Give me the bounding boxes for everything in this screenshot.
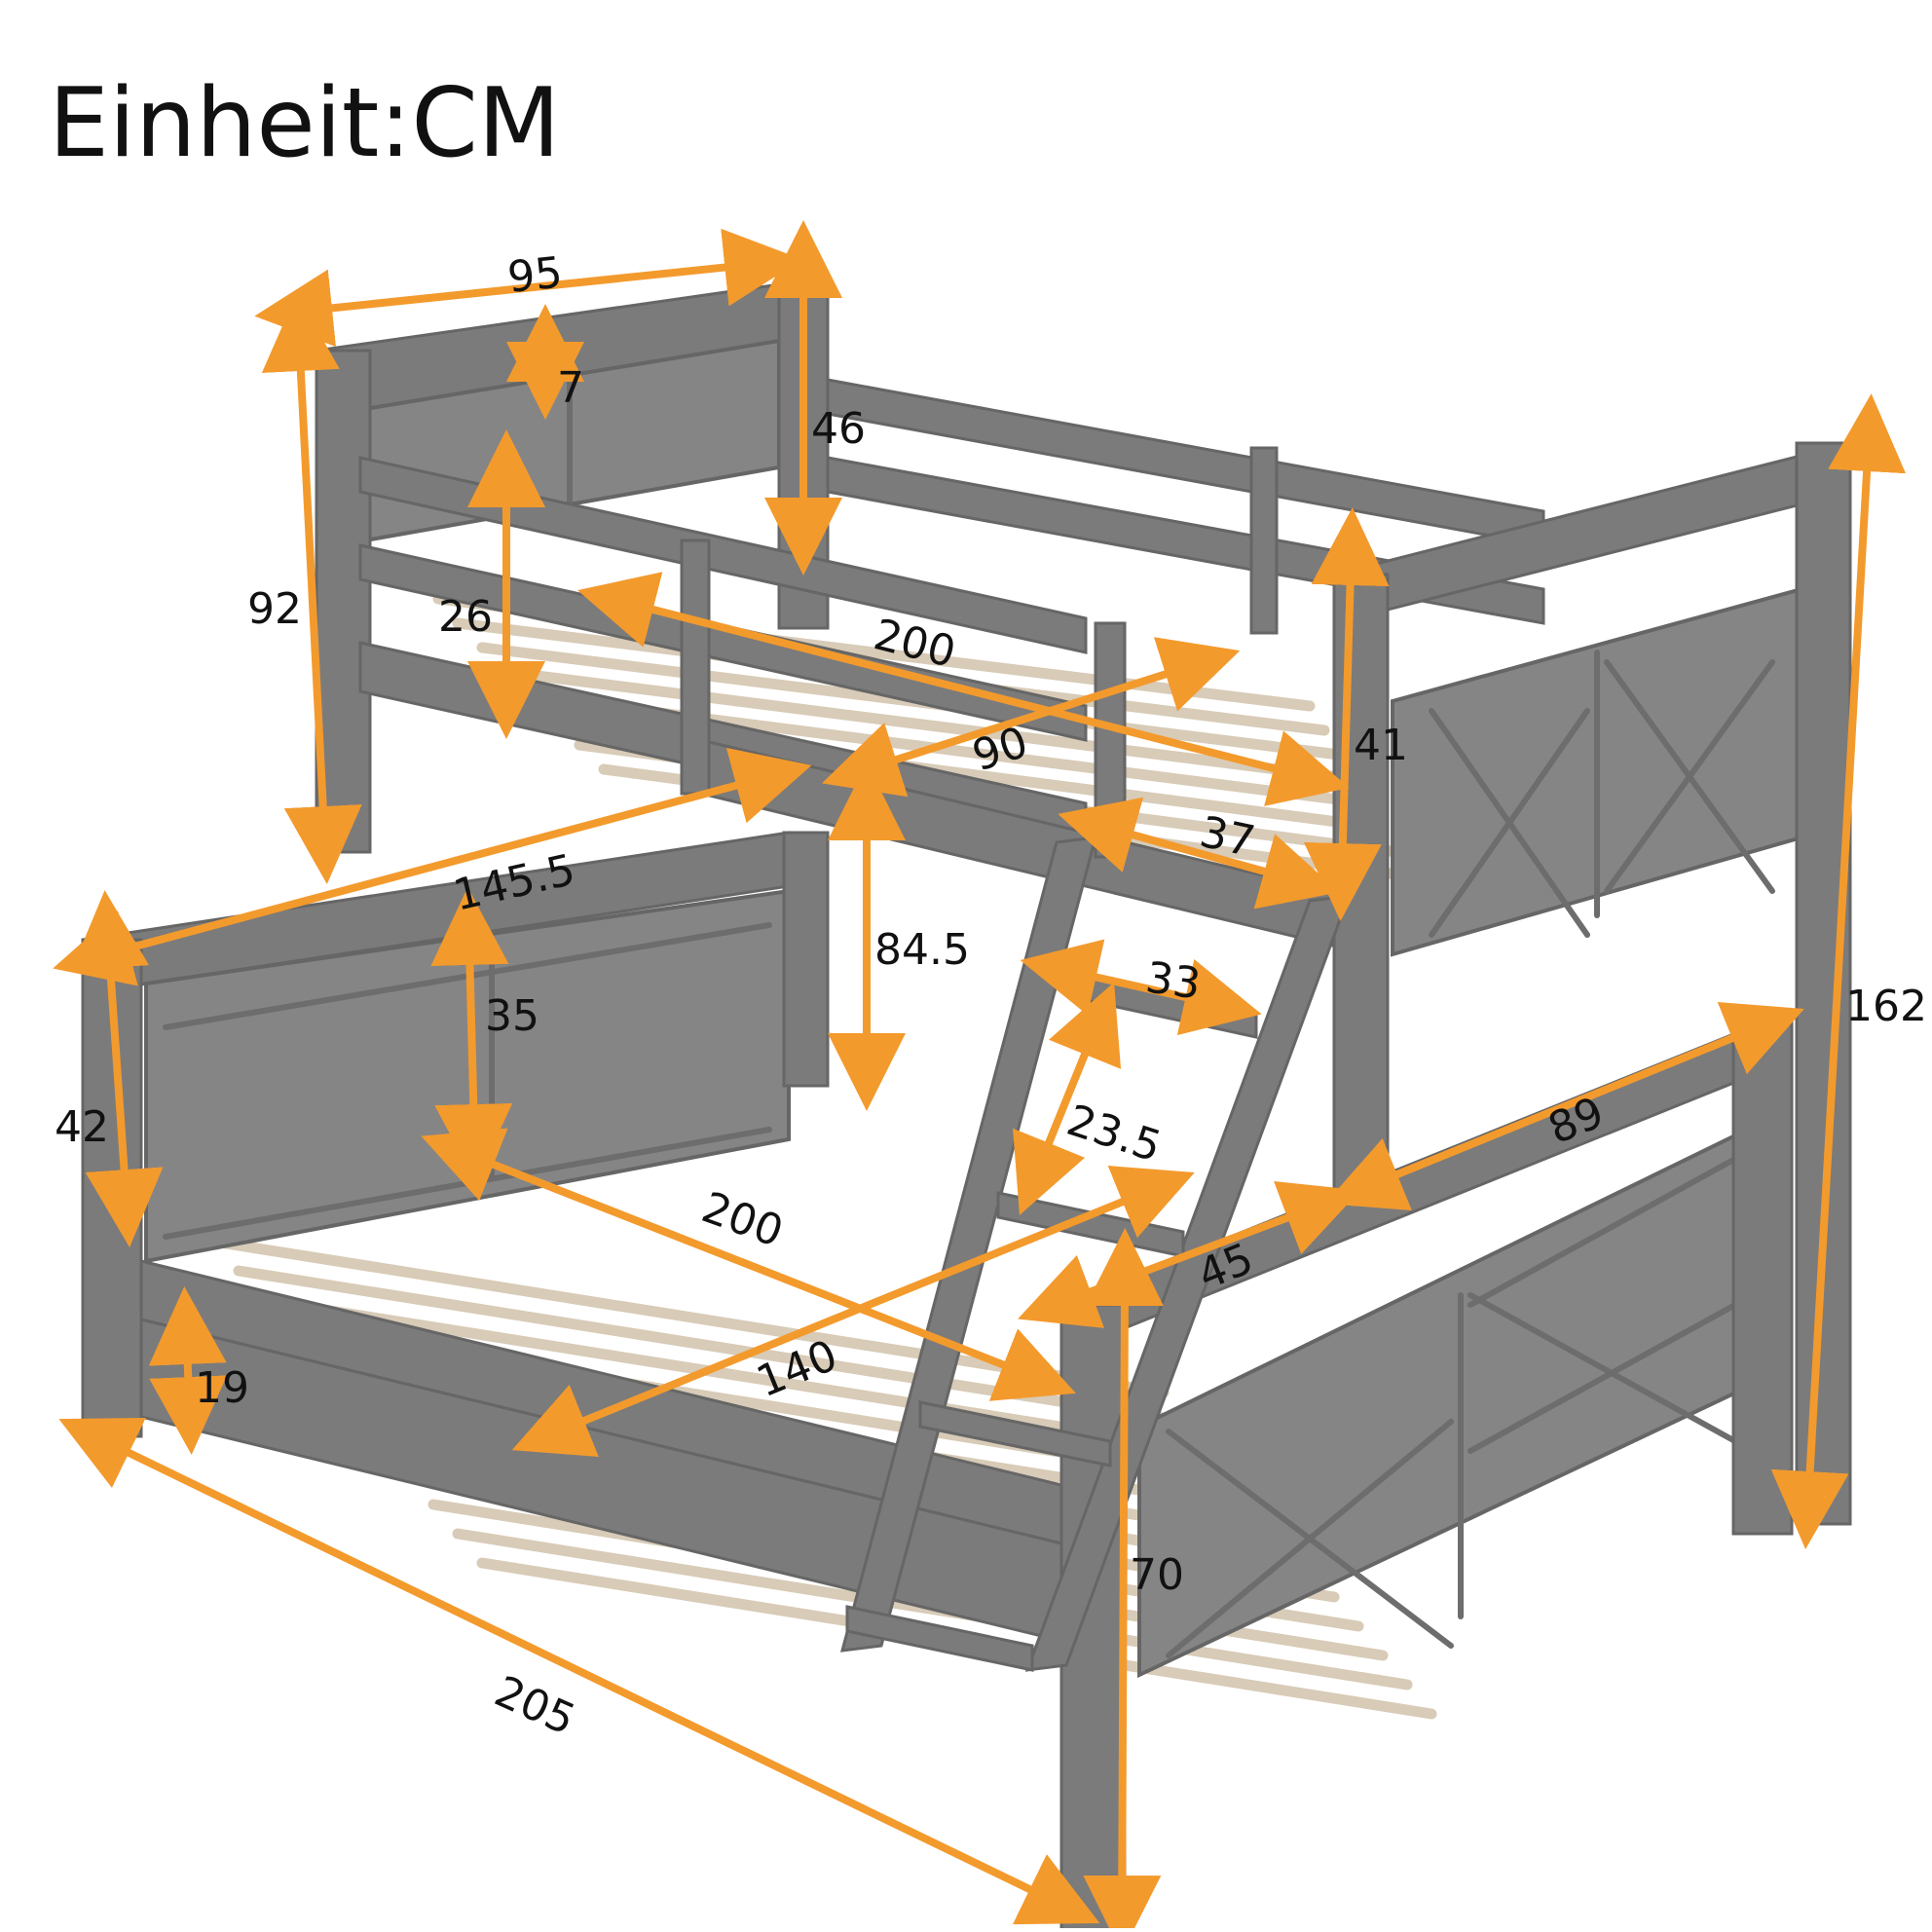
dim-total-length <box>58 1417 1100 1925</box>
label-upper-right-height: 41 <box>1354 721 1408 770</box>
dim-ladder-step-width <box>1020 939 1262 1036</box>
dim-upper-width-diagonal <box>821 637 1241 798</box>
label-upper-left-height: 92 <box>247 584 302 634</box>
lower-right-footboard <box>1059 1010 1794 1932</box>
label-lower-left-height: 42 <box>55 1102 109 1152</box>
label-clearance-height: 84.5 <box>874 925 970 975</box>
dimension-lines <box>53 220 1907 1932</box>
label-lower-width-diagonal: 140 <box>750 1330 844 1407</box>
dim-upper-width <box>254 228 802 348</box>
label-upper-headboard-height: 46 <box>811 404 866 454</box>
dim-total-height <box>1770 393 1907 1549</box>
dim-lower-leg-height <box>148 1286 228 1455</box>
label-total-length: 205 <box>488 1666 582 1745</box>
label-ladder-step-spacing: 23.5 <box>1061 1096 1168 1172</box>
label-lower-guard-height: 35 <box>485 991 539 1041</box>
label-upper-width: 95 <box>505 247 565 303</box>
label-lower-leg-height: 19 <box>195 1363 249 1413</box>
label-lower-footboard-height: 70 <box>1130 1550 1184 1600</box>
dim-lower-left-height <box>71 890 164 1247</box>
dim-lower-footboard-height <box>1083 1228 1164 1932</box>
label-total-height: 162 <box>1845 982 1927 1031</box>
label-upper-guard-height: 26 <box>438 592 493 642</box>
dim-lower-footboard-width <box>1324 1002 1804 1211</box>
label-ladder-gap-width: 37 <box>1196 807 1259 868</box>
unit-title: Einheit:CM <box>49 68 560 179</box>
dim-ladder-gap-width <box>1058 797 1340 910</box>
dim-upper-right-height <box>1303 507 1390 921</box>
dim-lower-length-top <box>53 747 812 986</box>
label-upper-top-gap: 7 <box>557 363 584 413</box>
label-ladder-step-width: 33 <box>1142 952 1204 1009</box>
